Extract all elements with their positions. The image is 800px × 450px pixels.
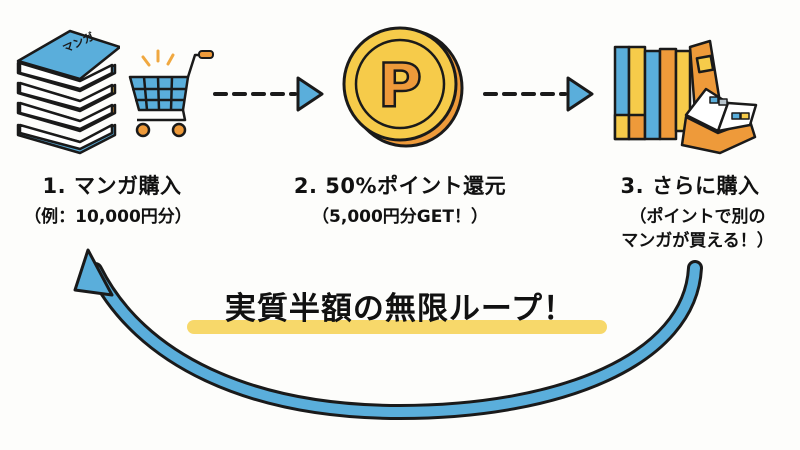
step-2-title: 2. 50%ポイント還元 xyxy=(293,174,507,198)
step-3-subtitle-line1: （ポイントで別の xyxy=(629,207,766,227)
arrow-right-icon xyxy=(213,76,324,112)
step-3-subtitle-line2: マンガが買える！） xyxy=(621,231,774,251)
loop-label: 実質半額の無限ループ！ xyxy=(224,291,576,327)
bookshelf-and-open-book-icon xyxy=(613,39,758,155)
step-3-title: 3. さらに購入 xyxy=(620,174,760,198)
step-2-subtitle: （5,000円分GET！） xyxy=(312,207,488,227)
coin-letter: P xyxy=(378,51,422,121)
shopping-cart-icon xyxy=(128,49,214,138)
loop-label-highlight xyxy=(187,320,607,334)
point-coin-icon: P xyxy=(342,26,464,148)
arrow-right-icon xyxy=(483,76,594,112)
step-1-subtitle: （例：10,000円分） xyxy=(24,207,192,227)
step-1-title: 1. マンガ購入 xyxy=(42,174,182,198)
manga-stack-icon: マンガ xyxy=(16,29,120,155)
